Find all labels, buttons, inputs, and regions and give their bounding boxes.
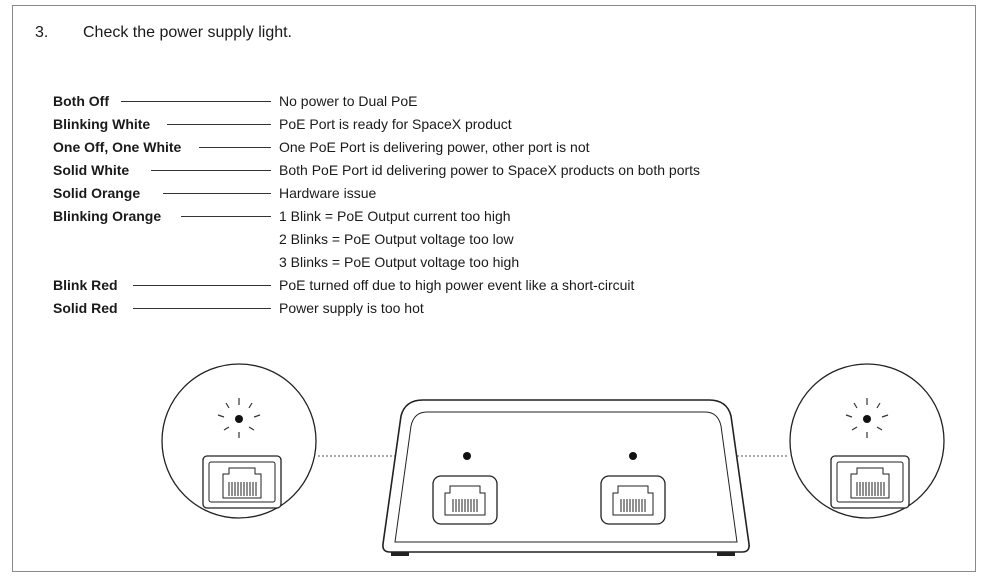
legend-state: Solid White — [53, 162, 130, 178]
legend-description: Hardware issue — [279, 185, 377, 201]
legend-description: Both PoE Port id delivering power to Spa… — [279, 162, 701, 178]
ethernet-port-icon — [830, 455, 910, 509]
leader-line — [121, 101, 271, 102]
legend-description: Power supply is too hot — [279, 300, 424, 316]
device-foot-right — [717, 552, 735, 556]
legend-state: Solid Orange — [53, 185, 141, 201]
legend-row-blinking-orange: Blinking Orange 1 Blink = PoE Output cur… — [53, 205, 953, 228]
led-blink-icon — [845, 398, 889, 438]
led-blink-icon — [217, 398, 261, 438]
leader-line — [181, 216, 271, 217]
ethernet-port-left — [432, 475, 498, 525]
step-title: Check the power supply light. — [83, 24, 292, 41]
legend-description: 2 Blinks = PoE Output voltage too low — [279, 231, 514, 247]
legend-description: No power to Dual PoE — [279, 93, 418, 109]
legend-description: PoE Port is ready for SpaceX product — [279, 116, 512, 132]
legend-row-blink-red: Blink Red PoE turned off due to high pow… — [53, 274, 953, 297]
light-status-legend: Both Off No power to Dual PoE Blinking W… — [53, 90, 953, 320]
dual-poe-device — [382, 399, 750, 556]
legend-state: Blink Red — [53, 277, 118, 293]
legend-row-solid-orange: Solid Orange Hardware issue — [53, 182, 953, 205]
leader-line — [199, 147, 271, 148]
legend-row-both-off: Both Off No power to Dual PoE — [53, 90, 953, 113]
ethernet-port-right — [600, 475, 666, 525]
legend-description: 3 Blinks = PoE Output voltage too high — [279, 254, 520, 270]
leader-line — [133, 308, 271, 309]
legend-row-one-off-one-white: One Off, One White One PoE Port is deliv… — [53, 136, 953, 159]
instruction-panel: 3. Check the power supply light. Both Of… — [12, 5, 976, 572]
led-indicator-right — [629, 452, 637, 460]
step-number: 3. — [35, 24, 49, 41]
leader-line — [163, 193, 271, 194]
right-port-zoom-callout — [789, 363, 945, 519]
legend-state: Both Off — [53, 93, 109, 109]
power-supply-illustration — [161, 363, 945, 556]
leader-line — [167, 124, 271, 125]
led-indicator-left — [463, 452, 471, 460]
legend-description: One PoE Port is delivering power, other … — [279, 139, 590, 155]
legend-state: Blinking Orange — [53, 208, 162, 224]
legend-state: Solid Red — [53, 300, 118, 316]
leader-line — [133, 285, 271, 286]
legend-row-solid-white: Solid White Both PoE Port id delivering … — [53, 159, 953, 182]
leader-line — [151, 170, 271, 171]
legend-row-blinking-orange-3: 3 Blinks = PoE Output voltage too high — [53, 251, 953, 274]
left-port-zoom-callout — [161, 363, 317, 519]
legend-state: Blinking White — [53, 116, 151, 132]
legend-description: PoE turned off due to high power event l… — [279, 277, 635, 293]
legend-state: One Off, One White — [53, 139, 182, 155]
legend-row-blinking-orange-2: 2 Blinks = PoE Output voltage too low — [53, 228, 953, 251]
device-foot-left — [391, 552, 409, 556]
ethernet-port-icon — [202, 455, 282, 509]
legend-row-solid-red: Solid Red Power supply is too hot — [53, 297, 953, 320]
legend-row-blinking-white: Blinking White PoE Port is ready for Spa… — [53, 113, 953, 136]
legend-description: 1 Blink = PoE Output current too high — [279, 208, 511, 224]
